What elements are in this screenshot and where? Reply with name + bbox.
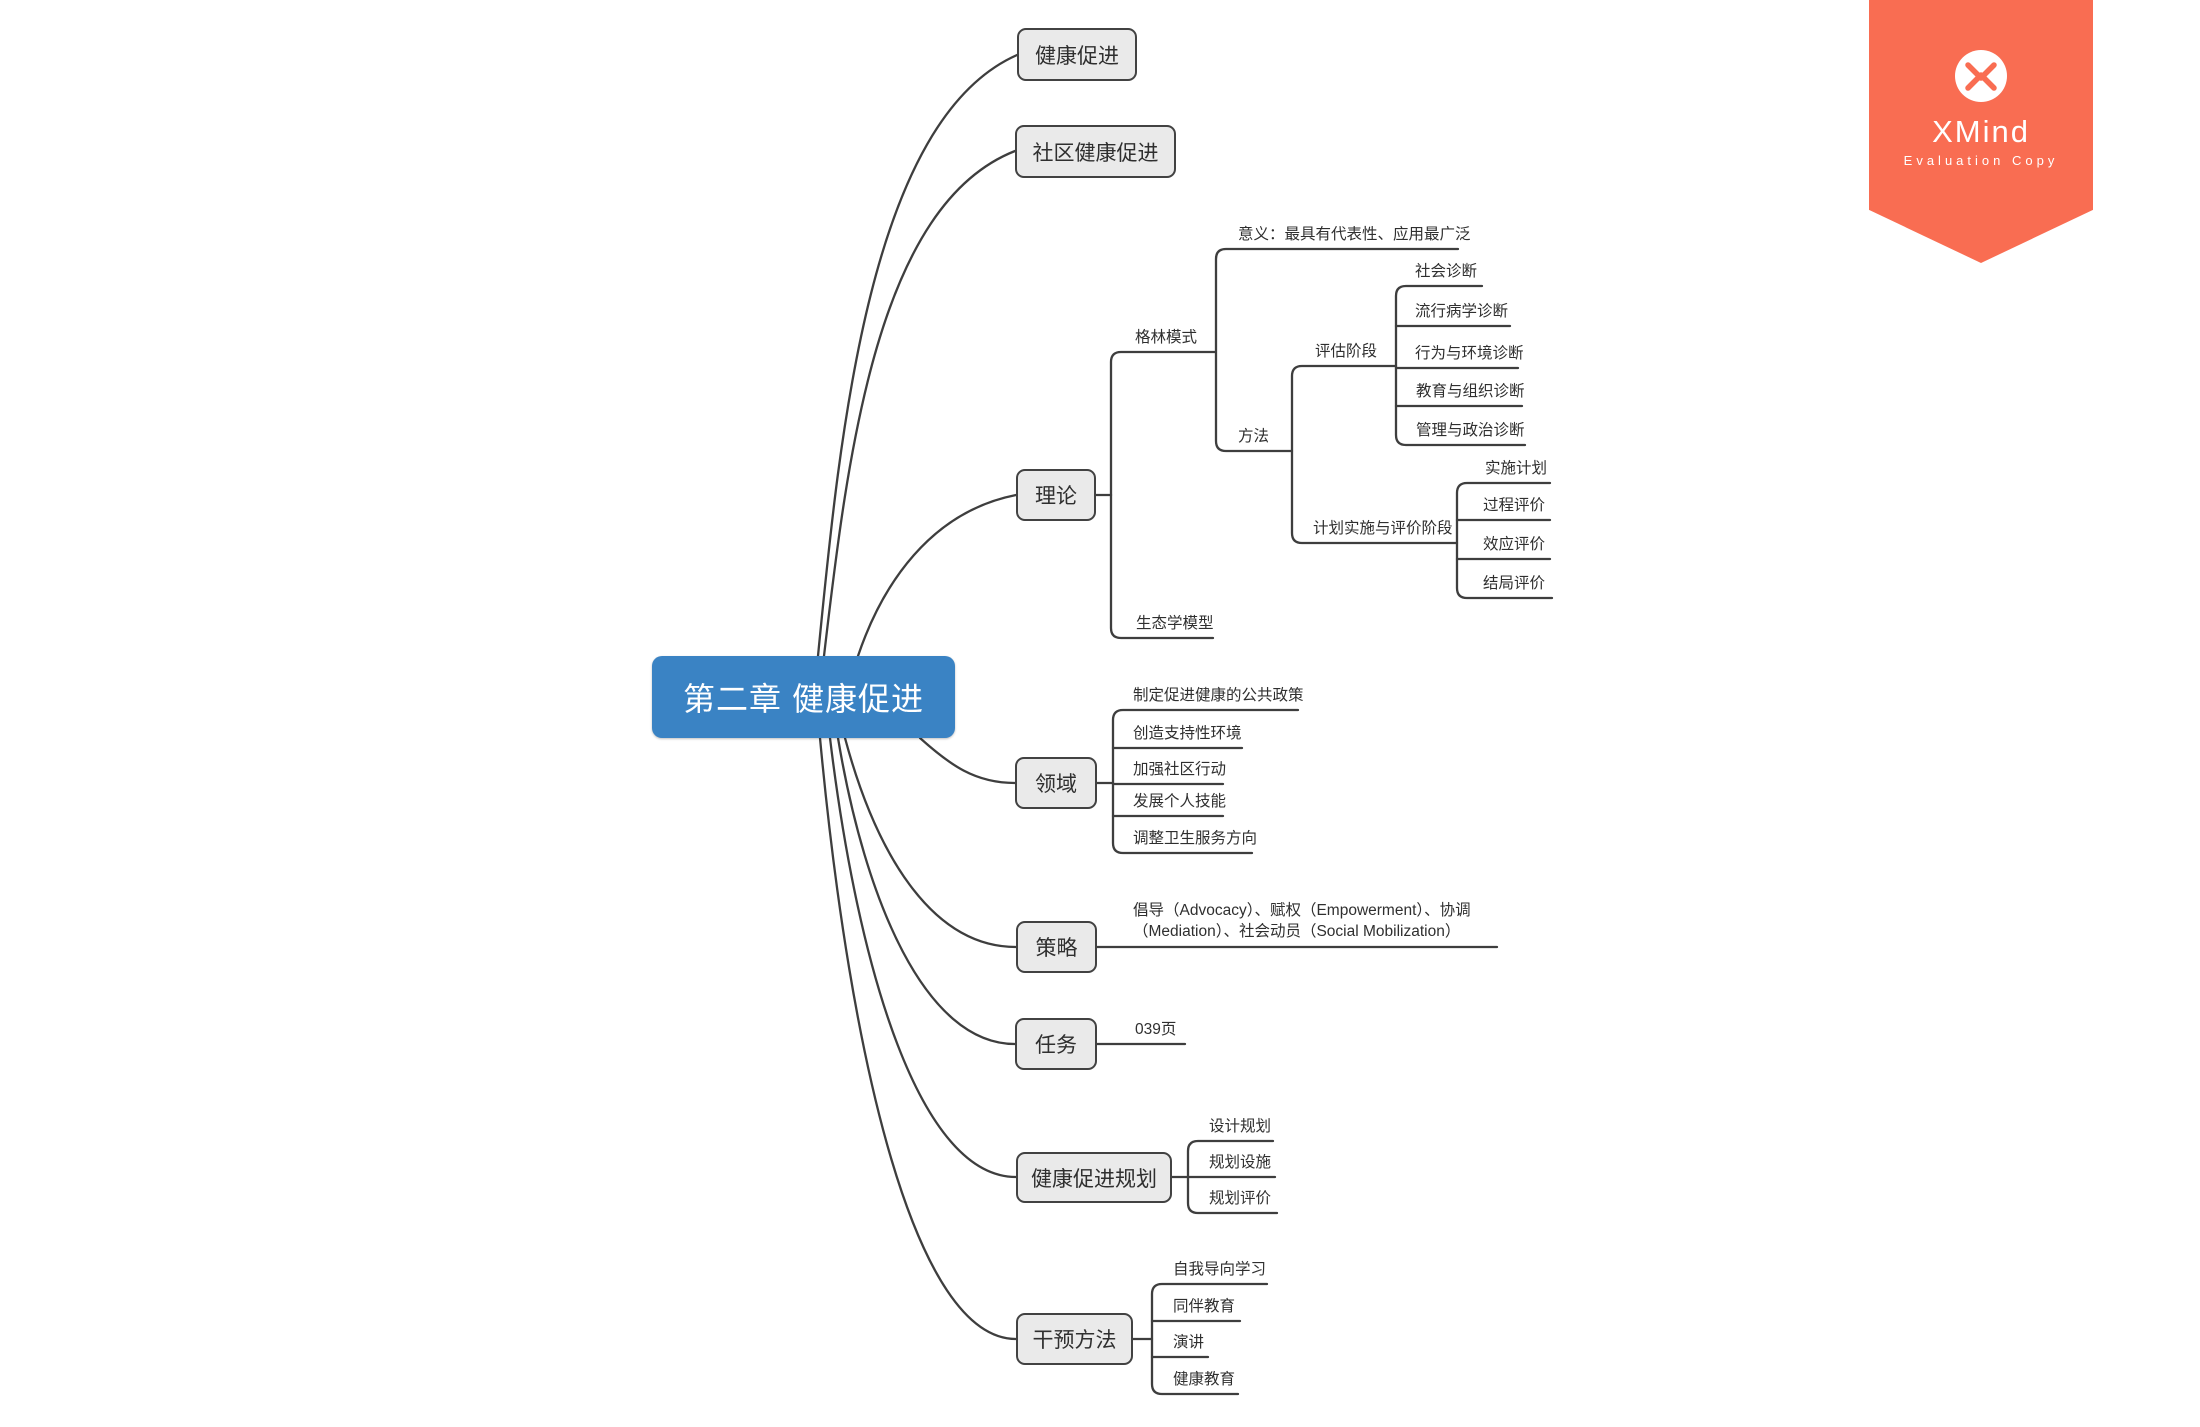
topic-ecological-model[interactable]: 生态学模型 (1136, 615, 1214, 632)
topic-behavior-environment-diagnosis[interactable]: 行为与环境诊断 (1415, 345, 1524, 362)
topic-public-policy[interactable]: 制定促进健康的公共政策 (1133, 687, 1304, 704)
watermark-subtitle: Evaluation Copy (1903, 153, 2059, 168)
root-topic[interactable]: 第二章 健康促进 (652, 656, 955, 738)
connector-root-strategy (843, 736, 1018, 949)
topic-plan-design[interactable]: 设计规划 (1209, 1118, 1272, 1135)
topic-green-model[interactable]: 格林模式 (1135, 329, 1198, 346)
topic-community-health-promotion[interactable]: 社区健康促进 (1015, 125, 1176, 178)
topic-method[interactable]: 方法 (1238, 428, 1270, 445)
topic-self-directed-learning[interactable]: 自我导向学习 (1173, 1261, 1267, 1278)
topic-lecture[interactable]: 演讲 (1173, 1334, 1205, 1351)
topic-supportive-environment[interactable]: 创造支持性环境 (1133, 725, 1242, 742)
connector-root-tasks (836, 736, 1017, 1046)
topic-management-policy-diagnosis[interactable]: 管理与政治诊断 (1416, 422, 1525, 439)
topic-significance[interactable]: 意义：最具有代表性、应用最广泛 (1238, 226, 1471, 243)
connector-intervention-children (1150, 1282, 1269, 1396)
connector-root-domains (918, 736, 1017, 785)
topic-health-promotion-planning[interactable]: 健康促进规划 (1016, 1152, 1172, 1203)
topic-epidemiological-diagnosis[interactable]: 流行病学诊断 (1415, 303, 1509, 320)
connector-root-intervention (818, 736, 1018, 1341)
topic-social-diagnosis[interactable]: 社会诊断 (1415, 263, 1478, 280)
xmind-watermark: XMind Evaluation Copy (1869, 0, 2093, 263)
connector-root-health-promotion (816, 53, 1019, 658)
topic-implementation-evaluation-stage[interactable]: 计划实施与评价阶段 (1313, 520, 1453, 537)
topic-health-education[interactable]: 健康教育 (1173, 1371, 1236, 1388)
topic-community-action[interactable]: 加强社区行动 (1133, 761, 1227, 778)
xmind-logo-icon (1955, 50, 2007, 102)
topic-effect-evaluation[interactable]: 效应评价 (1483, 536, 1546, 553)
topic-domains[interactable]: 领域 (1015, 757, 1097, 809)
connector-assessment-children (1394, 284, 1527, 447)
topic-health-promotion[interactable]: 健康促进 (1017, 28, 1137, 81)
topic-implementation-plan[interactable]: 实施计划 (1485, 460, 1548, 477)
topic-process-evaluation[interactable]: 过程评价 (1483, 497, 1546, 514)
topic-personal-skills[interactable]: 发展个人技能 (1133, 793, 1227, 810)
topic-education-organization-diagnosis[interactable]: 教育与组织诊断 (1416, 383, 1525, 400)
connector-method-children (1290, 364, 1459, 545)
connector-root-planning (828, 736, 1018, 1179)
topic-theory[interactable]: 理论 (1016, 469, 1096, 521)
connector-green-model-children (1214, 247, 1460, 453)
connector-theory-ecological (1109, 493, 1215, 640)
connector-root-theory (856, 493, 1018, 658)
topic-outcome-evaluation[interactable]: 结局评价 (1483, 575, 1546, 592)
topic-strategy[interactable]: 策略 (1016, 921, 1097, 973)
connector-domains-children (1111, 708, 1300, 855)
topic-plan-facilities[interactable]: 规划设施 (1209, 1154, 1272, 1171)
connector-root-community (822, 149, 1017, 658)
topic-plan-evaluation[interactable]: 规划评价 (1209, 1190, 1272, 1207)
topic-tasks[interactable]: 任务 (1015, 1018, 1097, 1070)
topic-strategy-detail[interactable]: 倡导（Advocacy）、赋权（Empowerment）、协调（Mediatio… (1133, 902, 1471, 940)
watermark-brand: XMind (1932, 114, 2030, 149)
topic-page-039[interactable]: 039页 (1135, 1021, 1177, 1038)
topic-intervention-methods[interactable]: 干预方法 (1016, 1313, 1133, 1365)
connector-theory-green-model (1109, 350, 1217, 497)
topic-peer-education[interactable]: 同伴教育 (1173, 1298, 1236, 1315)
topic-health-services-reorientation[interactable]: 调整卫生服务方向 (1133, 830, 1258, 847)
topic-assessment-stage[interactable]: 评估阶段 (1315, 343, 1378, 360)
connector-impl-eval-children (1455, 481, 1554, 600)
